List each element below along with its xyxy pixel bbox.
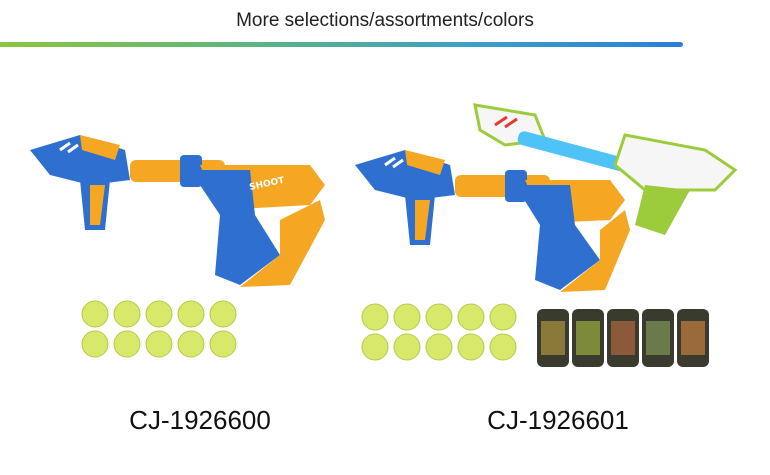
product-1-sku: CJ-1926600 <box>129 405 271 435</box>
product-1-image: SHOOT <box>20 125 340 295</box>
blaster-gun-2 <box>355 103 738 292</box>
ball-set-2 <box>361 303 517 361</box>
blaster-gun-1: SHOOT <box>30 135 325 287</box>
product-2-sku: CJ-1926601 <box>487 405 629 435</box>
product-1-balls <box>80 300 250 360</box>
header-accent-bar <box>0 42 683 47</box>
target-cans <box>537 309 709 367</box>
ball-set-1 <box>81 300 237 358</box>
header-title: More selections/assortments/colors <box>236 10 534 31</box>
product-2-image <box>345 95 745 295</box>
product-2-target-cans <box>535 305 715 370</box>
product-2-balls <box>360 303 530 363</box>
